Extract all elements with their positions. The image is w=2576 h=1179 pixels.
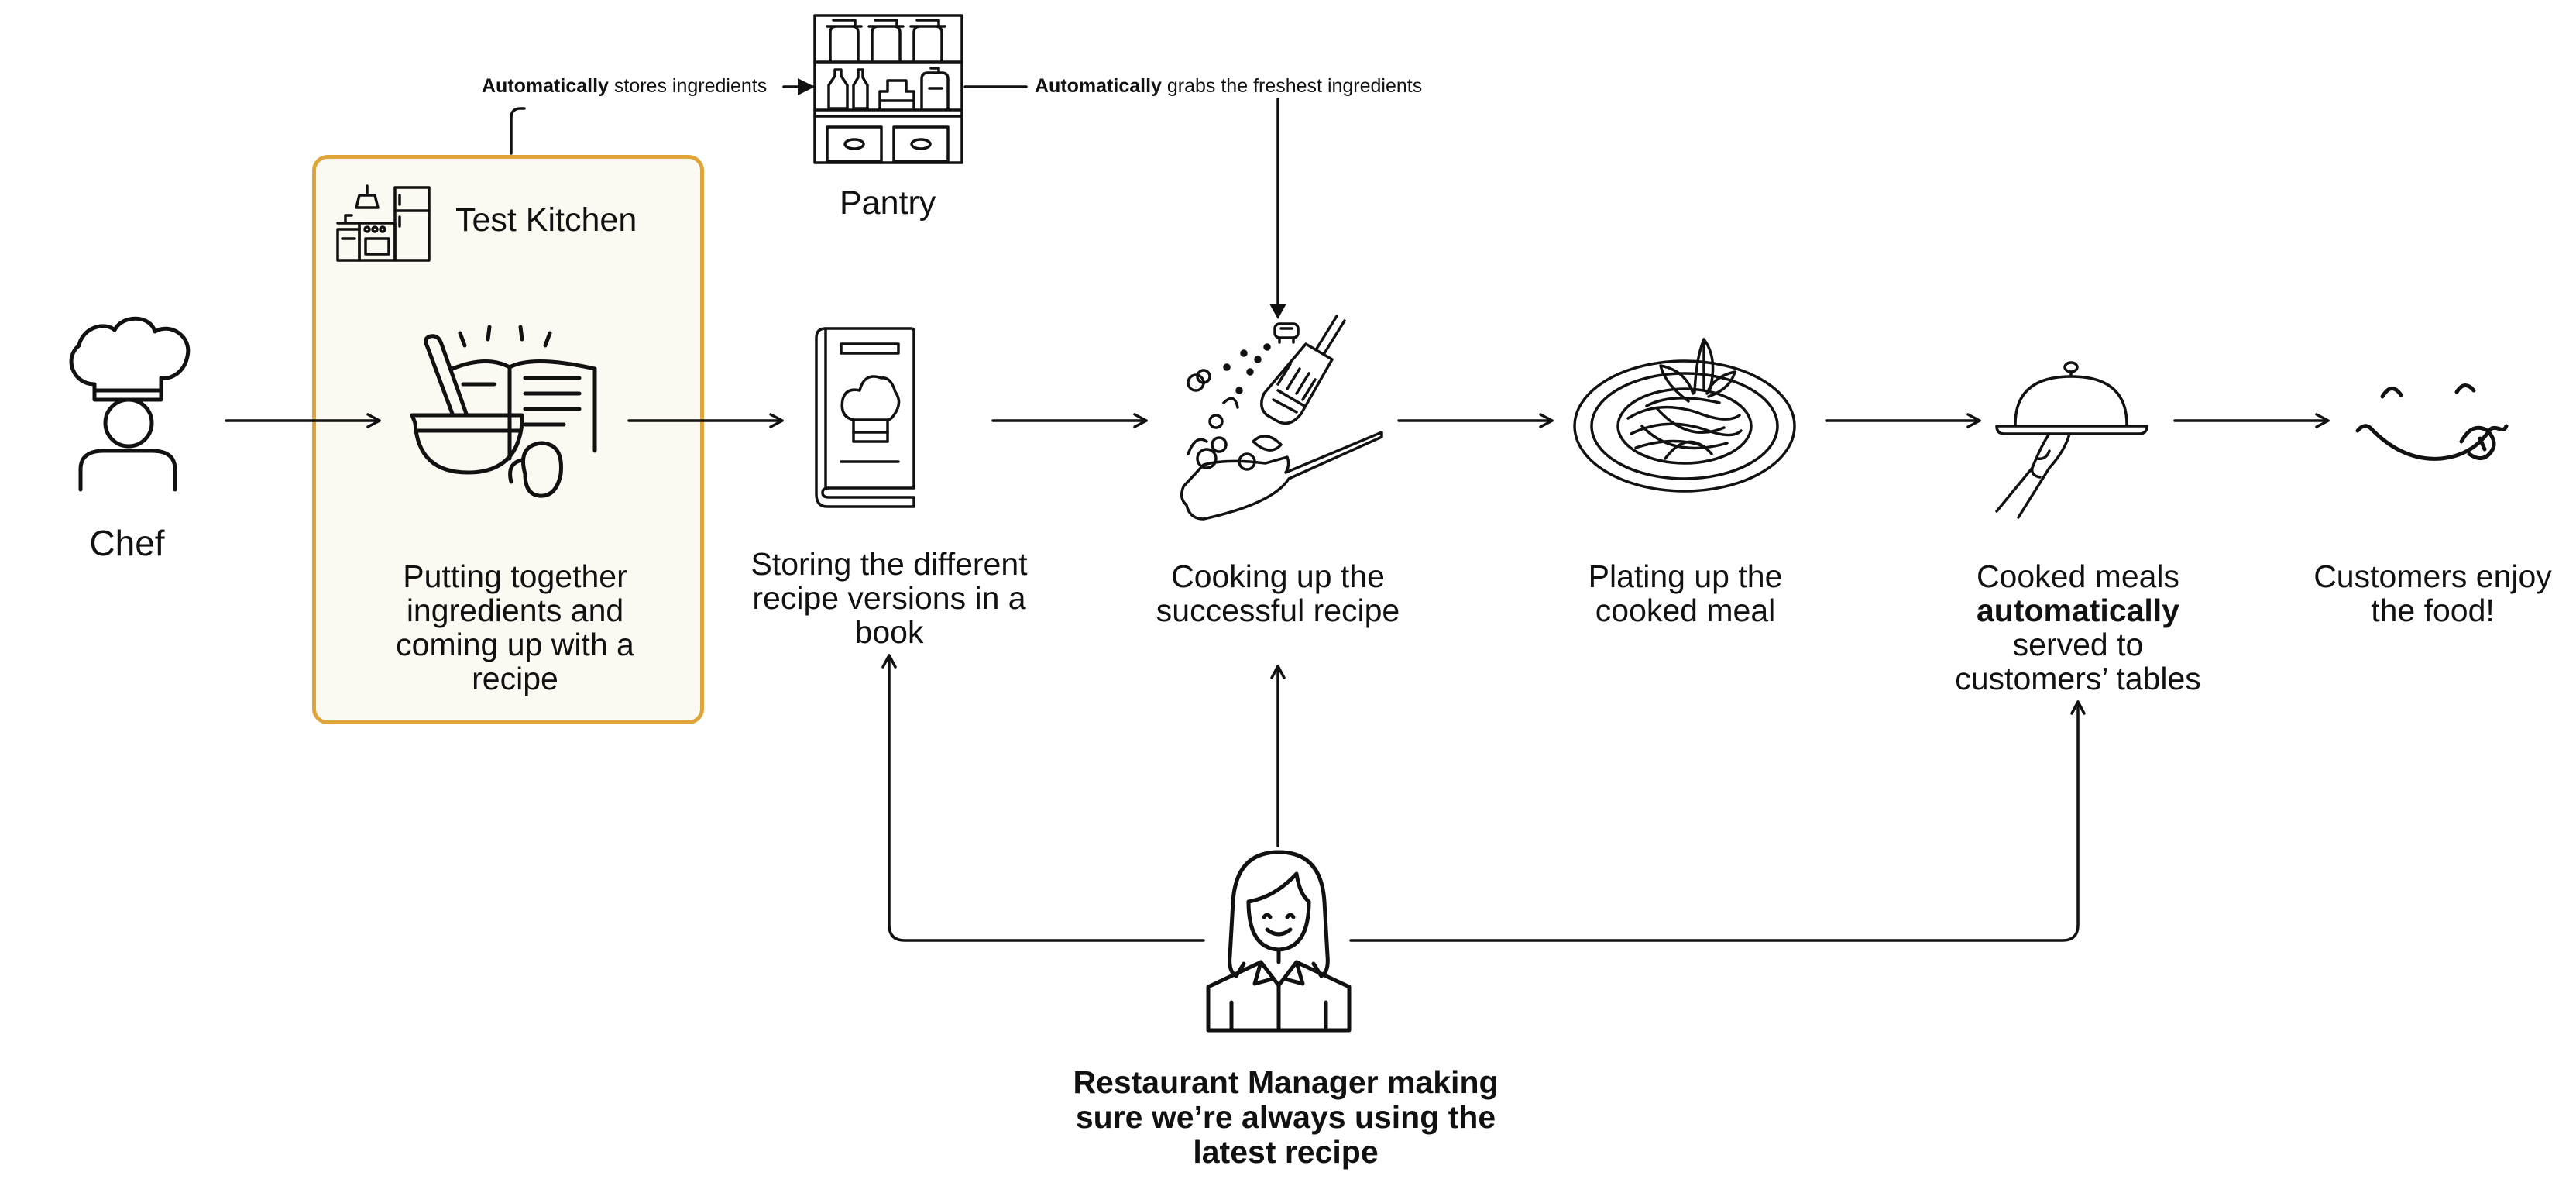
manager-person-icon — [1205, 847, 1352, 1033]
grab-annotation: Automatically grabs the freshest ingredi… — [1035, 74, 1422, 98]
chef-label: Chef — [89, 523, 165, 563]
store-annotation: Automatically stores ingredients — [482, 74, 767, 98]
customers-caption: Customers enjoy the food! — [2313, 559, 2552, 628]
grab-annotation-bold: Automatically — [1035, 75, 1162, 97]
pantry-shelf-icon — [813, 14, 963, 164]
test-kitchen-title: Test Kitchen — [455, 201, 637, 239]
line-kitchen-to-store — [510, 107, 526, 155]
arrow-manager-to-book — [881, 654, 1205, 942]
recipe-book-icon — [813, 325, 917, 511]
arrowhead-grab — [1269, 304, 1286, 319]
cooking-caption: Cooking up the successful recipe — [1156, 559, 1400, 628]
spaghetti-plate-icon — [1572, 335, 1797, 494]
store-annotation-bold: Automatically — [482, 75, 609, 97]
test-kitchen-caption: Putting together ingredients and coming … — [396, 559, 634, 696]
store-annotation-text: stores ingredients — [608, 75, 768, 97]
manager-caption: Restaurant Manager making sure we’re alw… — [1073, 1064, 1499, 1170]
kitchen-icon — [336, 184, 431, 262]
mixing-bowl-icon — [409, 325, 603, 507]
smiley-face-icon — [2355, 375, 2509, 466]
plating-caption: Plating up the cooked meal — [1588, 559, 1783, 628]
grab-annotation-text: grabs the freshest ingredients — [1161, 75, 1423, 97]
pantry-label: Pantry — [840, 184, 936, 222]
arrow-manager-to-serving — [1349, 700, 2086, 942]
serving-caption-pre: Cooked meals — [1976, 559, 2180, 594]
serving-caption-post: served to customers’ tables — [1955, 627, 2201, 696]
frying-pan-icon — [1173, 313, 1383, 522]
cloche-icon — [1995, 359, 2150, 519]
chef-hat-icon — [59, 313, 197, 496]
recipe-book-caption: Storing the different recipe versions in… — [750, 546, 1028, 650]
serving-caption-bold: automatically — [1976, 593, 2180, 628]
arrowhead-store — [798, 78, 815, 95]
serving-caption: Cooked meals automatically served to cus… — [1936, 559, 2220, 696]
